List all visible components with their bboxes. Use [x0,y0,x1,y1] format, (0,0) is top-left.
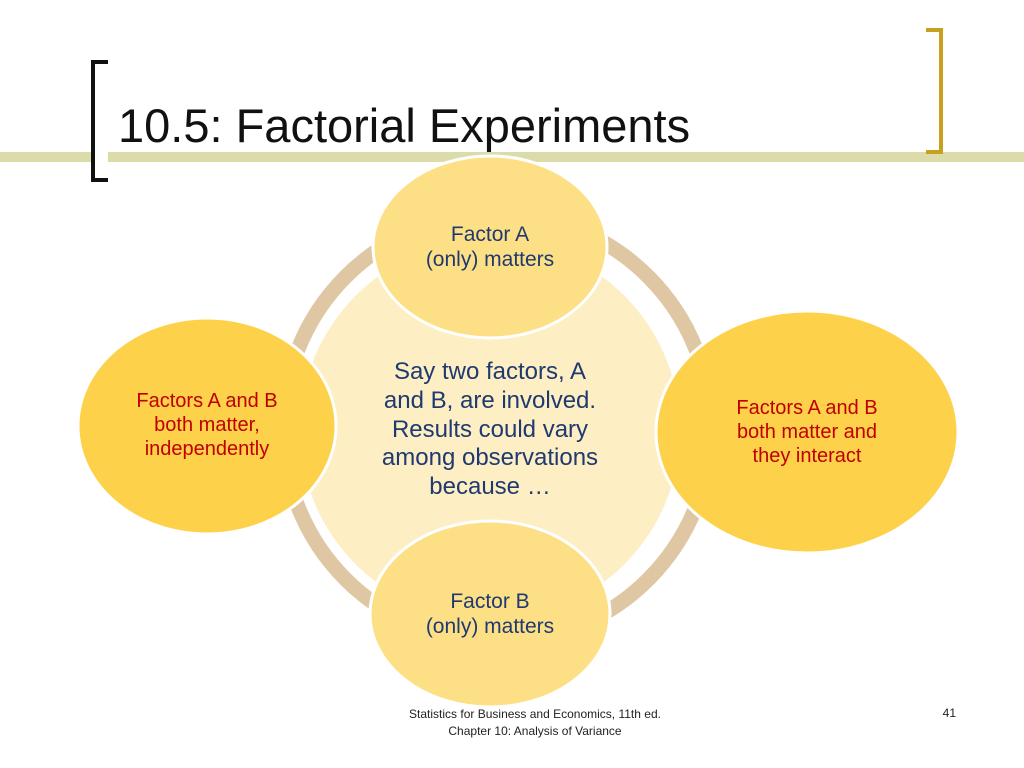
circle-right [654,309,960,555]
circle-right-text: Factors A and B both matter and they int… [682,382,932,482]
independent-label: Factors A and B both matter, independent… [136,390,278,460]
footer-book-title: Statistics for Business and Economics, 1… [409,707,661,721]
footer-chapter: Chapter 10: Analysis of Variance [448,724,622,739]
page-number: 41 [942,706,956,720]
center-text-label: Say two factors, A and B, are involved. … [381,358,599,501]
circle-left [76,316,338,536]
footer: Statistics for Business and Economics, 1… [340,706,730,741]
circle-bottom [368,519,612,709]
slide-title: 10.5: Factorial Experiments [118,99,691,152]
center-text: Say two factors, A and B, are involved. … [340,345,640,515]
interaction-label: Factors A and B both matter and they int… [736,397,878,467]
circle-bottom-text: Factor B (only) matters [380,572,600,656]
circle-top-text: Factor A (only) matters [380,205,600,289]
right-bracket-decoration [926,28,943,154]
circle-left-text: Factors A and B both matter, independent… [90,375,324,475]
factor-b-only-label: Factor B (only) matters [425,589,555,638]
left-bracket-decoration [91,60,108,182]
factor-a-only-label: Factor A (only) matters [425,222,555,271]
center-circle [300,240,680,620]
circle-top [371,154,609,340]
